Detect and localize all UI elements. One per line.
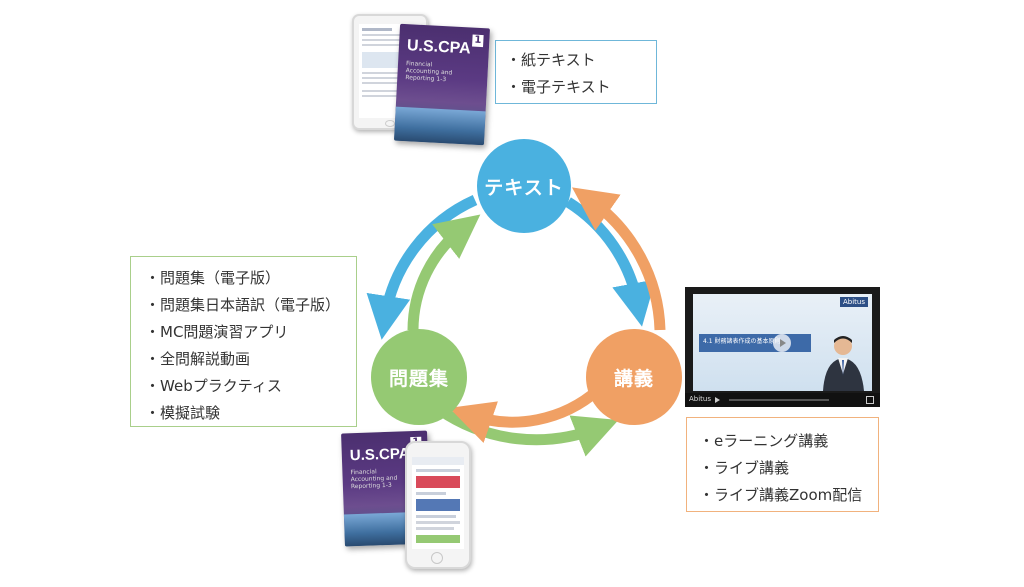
tablet-home-button: [385, 120, 395, 127]
node-text-label: テキスト: [484, 176, 564, 199]
play-icon: [773, 334, 791, 352]
arrow-problems-to-text: [407, 214, 481, 331]
lecture-item: ライブ講義Zoom配信: [699, 482, 878, 509]
lecture-items-box: eラーニング講義 ライブ講義 ライブ講義Zoom配信: [686, 417, 879, 512]
fullscreen-icon: [866, 396, 874, 404]
video-controls: Abitus: [685, 393, 880, 407]
book-cover-top: U.S.CPA Financial Accounting and Reporti…: [394, 23, 490, 146]
lecture-item: ライブ講義: [699, 455, 878, 482]
video-brand-footer: Abitus: [689, 395, 712, 403]
book-number: 1: [472, 34, 484, 48]
problem-item: MC問題演習アプリ: [145, 319, 356, 346]
arrow-text-to-problems: [366, 194, 478, 340]
book-subtitle: Financial Accounting and Reporting 1-3: [350, 468, 398, 491]
problem-items-box: 問題集（電子版） 問題集日本語訳（電子版） MC問題演習アプリ 全問解説動画 W…: [130, 256, 357, 427]
arrow-lecture-to-text: [572, 187, 666, 331]
problem-item: 問題集（電子版）: [145, 265, 356, 292]
text-items-box: 紙テキスト 電子テキスト: [495, 40, 657, 104]
node-lecture: 講義: [586, 329, 682, 425]
video-progress-track: [729, 399, 829, 401]
phone-image: [405, 441, 471, 569]
problem-item: 模擬試験: [145, 400, 356, 427]
node-text: テキスト: [477, 139, 571, 233]
text-item: 紙テキスト: [506, 47, 656, 74]
video-play-button-icon: [715, 397, 720, 403]
book-title: U.S.CPA: [349, 445, 410, 465]
node-problems-label: 問題集: [388, 367, 449, 390]
problem-item: 全問解説動画: [145, 346, 356, 373]
arrow-lecture-to-problems: [449, 385, 602, 443]
book-title: U.S.CPA: [406, 37, 472, 58]
problem-item: 問題集日本語訳（電子版）: [145, 292, 356, 319]
phone-screen: [412, 457, 464, 549]
book-subtitle: Financial Accounting and Reporting 1-3: [405, 60, 453, 84]
book-city-art: [394, 106, 486, 146]
phone-home-button: [431, 552, 443, 564]
video-frame: Abitus 4.1 財務諸表作成の基本原則: [693, 294, 872, 391]
presenter-figure: [823, 336, 864, 391]
problem-item: Webプラクティス: [145, 373, 356, 400]
video-brand: Abitus: [839, 297, 868, 307]
text-item: 電子テキスト: [506, 74, 656, 101]
lecture-item: eラーニング講義: [699, 428, 878, 455]
lecture-video-thumbnail: Abitus 4.1 財務諸表作成の基本原則 Abitus: [685, 287, 880, 407]
node-problems: 問題集: [371, 329, 467, 425]
node-lecture-label: 講義: [613, 367, 654, 390]
phone-app-content: [412, 457, 464, 543]
video-caption: 4.1 財務諸表作成の基本原則: [703, 338, 781, 345]
